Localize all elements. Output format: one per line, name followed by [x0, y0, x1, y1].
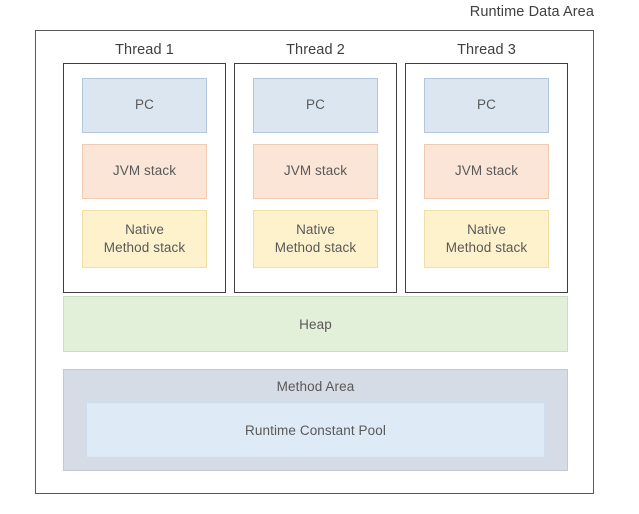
region-pc-thread-1: PC — [82, 78, 207, 133]
region-jvm-stack-thread-2: JVM stack — [253, 144, 378, 199]
method-area-label: Method Area — [276, 379, 355, 394]
thread-heading-3: Thread 3 — [457, 42, 516, 58]
region-jvm-stack-thread-1: JVM stack — [82, 144, 207, 199]
heap-block: Heap — [63, 296, 568, 352]
thread-heading-2: Thread 2 — [286, 42, 345, 58]
thread-heading-1: Thread 1 — [115, 42, 174, 58]
method-area-block: Method Area Runtime Constant Pool — [63, 369, 568, 471]
diagram-title: Runtime Data Area — [469, 4, 594, 20]
region-pc-thread-3: PC — [424, 78, 549, 133]
runtime-constant-pool-block: Runtime Constant Pool — [86, 402, 545, 458]
region-jvm-stack-thread-3: JVM stack — [424, 144, 549, 199]
region-pc-thread-2: PC — [253, 78, 378, 133]
